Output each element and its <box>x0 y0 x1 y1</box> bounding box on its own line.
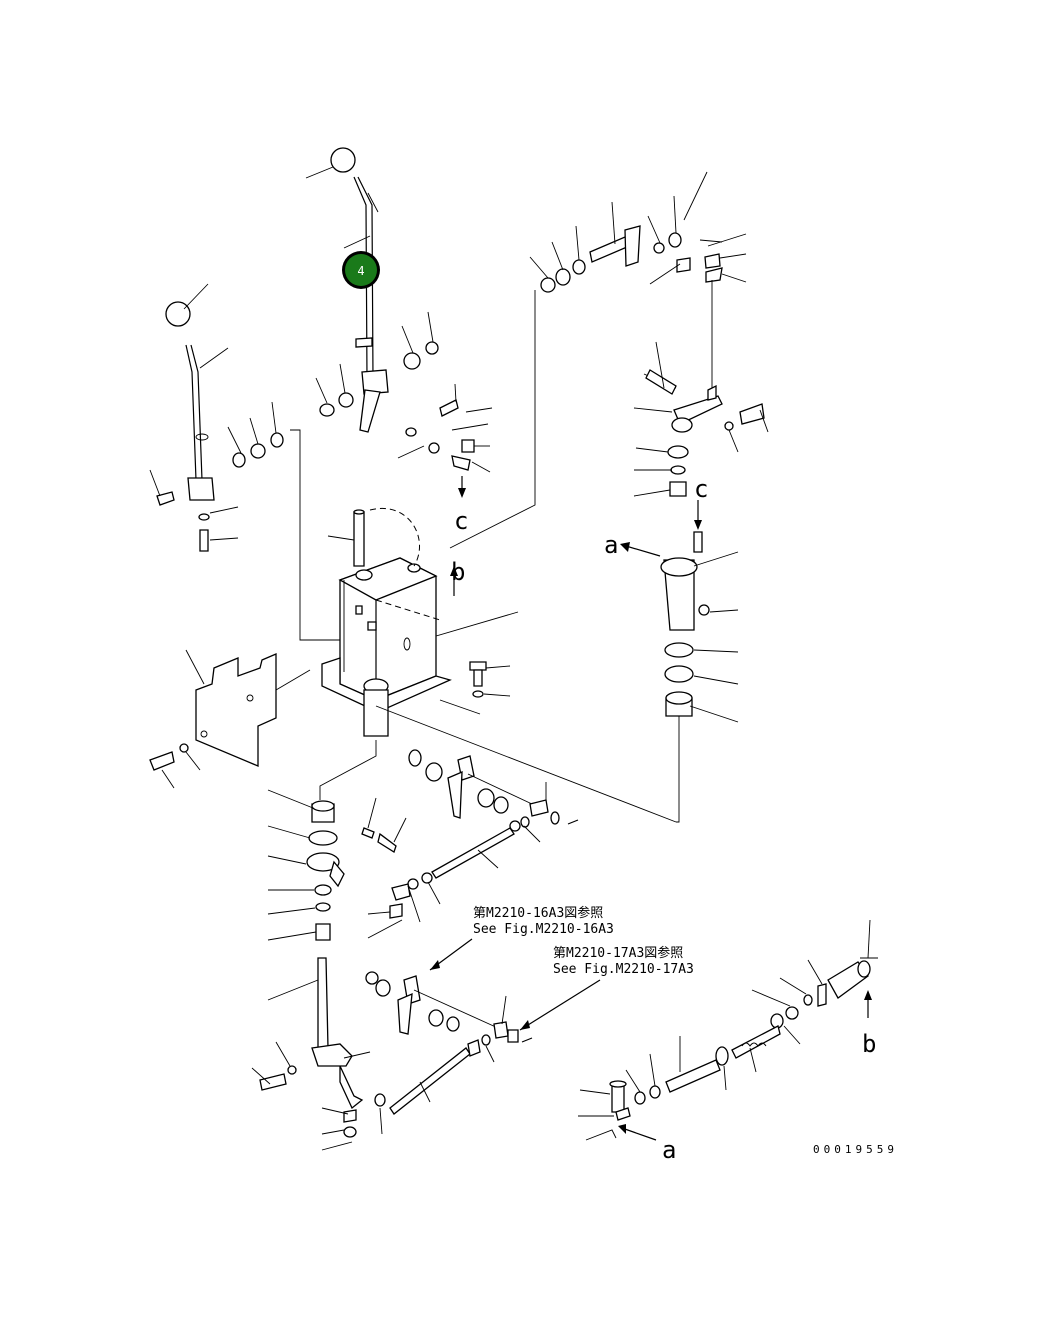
callout-fill <box>345 254 377 286</box>
reference-note-2-en: See Fig.M2210-17A3 <box>553 962 694 977</box>
center-shift-lever <box>305 147 493 498</box>
reference-note-1-en: See Fig.M2210-16A3 <box>473 922 614 937</box>
ref-mechanism <box>365 971 533 1043</box>
marker-a-lower: a <box>662 1136 676 1164</box>
left-shift-lever <box>149 283 360 641</box>
marker-c-right: c <box>694 475 708 503</box>
reference-note-2: 第M2210-17A3図参照 See Fig.M2210-17A3 <box>519 945 694 1031</box>
callout-number: 4 <box>357 264 364 278</box>
lower-left-assembly <box>251 740 495 1151</box>
left-bracket-plate <box>149 649 311 789</box>
callout-4[interactable]: 4 <box>342 251 380 289</box>
marker-b-lower: b <box>862 1030 876 1058</box>
reference-note-1-jp: 第M2210-16A3図参照 <box>473 905 603 921</box>
marker-c-left: c <box>454 507 468 535</box>
figure-id: 00019559 <box>813 1143 898 1156</box>
lower-right-shaft <box>578 919 878 1141</box>
mid-linkage <box>367 749 579 939</box>
shift-guide-box <box>321 507 677 823</box>
reference-note-1: 第M2210-16A3図参照 See Fig.M2210-16A3 <box>429 905 614 971</box>
top-right-shaft-assembly <box>449 171 747 549</box>
marker-b-box: b <box>451 558 465 586</box>
marker-a-right: a <box>604 531 618 559</box>
reference-note-2-jp: 第M2210-17A3図参照 <box>553 945 683 961</box>
right-vertical-assembly <box>620 341 769 823</box>
